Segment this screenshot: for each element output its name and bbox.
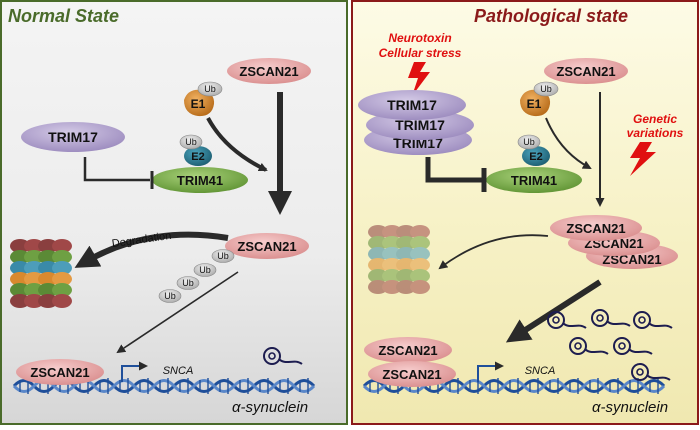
zscan21-top-node: ZSCAN21	[227, 58, 311, 84]
stress-line-1: Neurotoxin	[388, 31, 451, 45]
right-tss-arrow	[477, 361, 504, 382]
genetic-line-2: variations	[627, 126, 684, 140]
right-inhibition-line	[425, 157, 482, 183]
trim41-node: TRIM41	[152, 167, 248, 193]
r-e1-label: E1	[527, 97, 542, 111]
r-ub-e2-label: Ub	[523, 137, 535, 147]
zscan21-mid-node: ZSCAN21	[225, 233, 309, 259]
e2-node: E2	[184, 146, 212, 166]
e1-label: E1	[191, 97, 206, 111]
genetic-line-1: Genetic	[633, 112, 677, 126]
stress-lightning-icon	[408, 62, 430, 96]
left-ubiquitin-transfer-arrow	[206, 117, 268, 172]
ub-e1-label: Ub	[204, 84, 216, 94]
r-zscan21-stack-label-1: ZSCAN21	[566, 221, 625, 236]
ub-chain: Ub Ub Ub Ub	[158, 249, 235, 303]
r-zscan21-dna-node-2: ZSCAN21	[368, 361, 456, 387]
r-zscan21-top-node: ZSCAN21	[544, 58, 628, 84]
ub-e2-node: Ub	[179, 134, 203, 150]
left-tss-arrow	[121, 361, 148, 382]
trim17-stack: TRIM17 TRIM17 TRIM17	[358, 90, 474, 155]
zscan21-dna-label: ZSCAN21	[30, 365, 89, 380]
r-zscan21-dna-node-1: ZSCAN21	[364, 337, 452, 363]
right-degradation-arrow	[438, 234, 549, 270]
left-synuclein-label: α-synuclein	[232, 399, 308, 416]
ub-chain-label-2: Ub	[199, 265, 211, 275]
right-snca-label: SNCA	[525, 365, 556, 377]
right-transcription-arrow	[505, 279, 602, 343]
r-zscan21-dna-label-1: ZSCAN21	[378, 343, 437, 358]
r-zscan21-top-label: ZSCAN21	[556, 64, 615, 79]
r-ub-e2-node: Ub	[517, 134, 541, 150]
genetic-lightning-icon	[630, 142, 656, 176]
trim17-label: TRIM17	[48, 129, 98, 145]
e2-label: E2	[191, 151, 204, 163]
r-trim41-label: TRIM41	[511, 173, 557, 188]
left-panel-title: Normal State	[8, 6, 119, 26]
r-trim41-node: TRIM41	[486, 167, 582, 193]
r-ub-e1-node: Ub	[533, 81, 559, 97]
ub-chain-label-4: Ub	[164, 291, 176, 301]
r-ub-e1-label: Ub	[540, 84, 552, 94]
r-zscan21-stack: ZSCAN21 ZSCAN21 ZSCAN21	[550, 215, 678, 269]
zscan21-top-label: ZSCAN21	[239, 64, 298, 79]
ub-chain-label-1: Ub	[217, 251, 229, 261]
ub-chain-label-3: Ub	[182, 278, 194, 288]
left-inhibition-line	[83, 157, 150, 182]
r-e2-node: E2	[522, 146, 550, 166]
left-degradation-arrow	[74, 231, 229, 268]
left-transcription-arrow	[116, 271, 239, 354]
r-zscan21-dna-label-2: ZSCAN21	[382, 367, 441, 382]
zscan21-mid-label: ZSCAN21	[237, 239, 296, 254]
right-synuclein-label: α-synuclein	[592, 399, 668, 416]
right-panel-background	[351, 0, 699, 425]
ub-e2-label: Ub	[185, 137, 197, 147]
trim17-stack-label-2: TRIM17	[395, 117, 445, 133]
trim41-label: TRIM41	[177, 173, 223, 188]
stress-line-2: Cellular stress	[379, 46, 462, 60]
r-e2-label: E2	[529, 151, 542, 163]
right-ubiquitin-transfer-arrow	[545, 117, 592, 169]
trim17-node: TRIM17	[21, 122, 125, 152]
ub-e1-node: Ub	[197, 81, 223, 97]
e1-node: E1	[184, 89, 215, 117]
r-e1-node: E1	[520, 89, 551, 117]
zscan21-dna-node: ZSCAN21	[16, 359, 104, 385]
right-panel-title: Pathological state	[474, 6, 628, 26]
trim17-stack-label-1: TRIM17	[387, 97, 437, 113]
left-snca-label: SNCA	[163, 365, 194, 377]
